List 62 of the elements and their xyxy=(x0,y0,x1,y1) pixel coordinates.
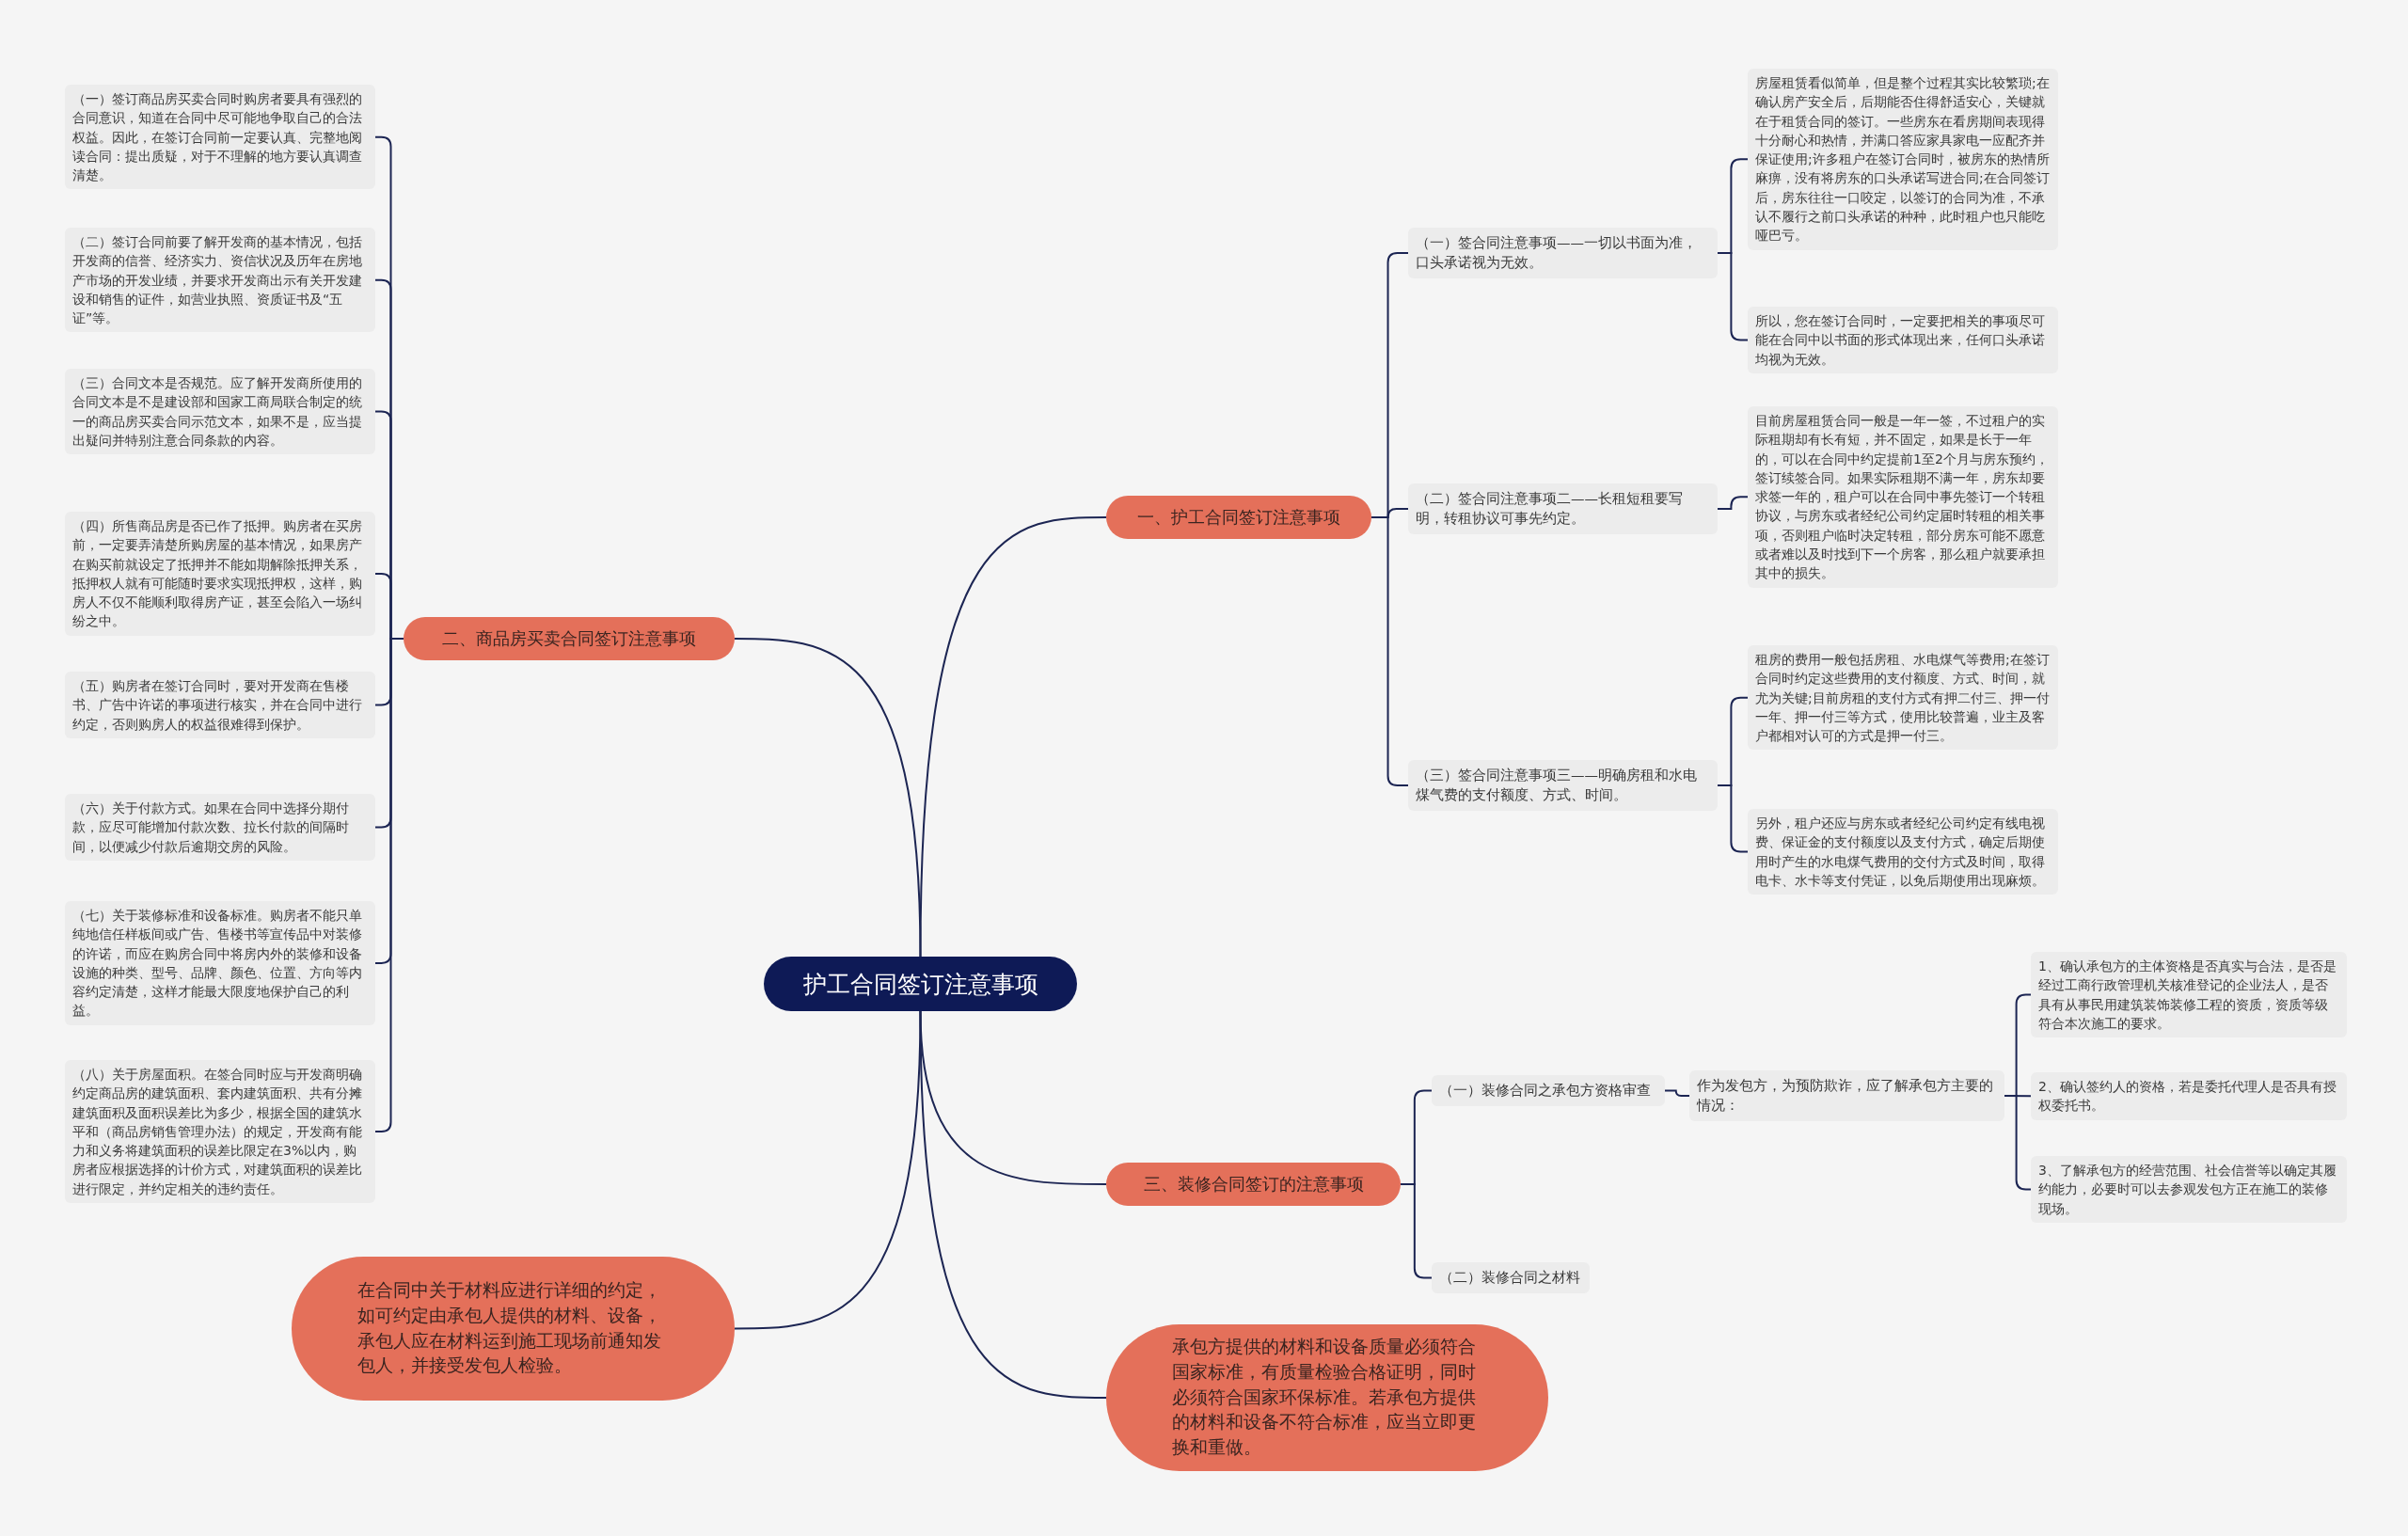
note-card xyxy=(1748,645,2058,751)
subtopic-card xyxy=(1689,1070,2004,1122)
note-text: 1、确认承包方的主体资格是否真实与合法，是否是经过工商行政管理机关核准登记的企业法人，是否具有从事民用建筑装饰装修工程的资质，资质等级符合本次施工的要求。 xyxy=(2038,958,2337,1031)
note-card xyxy=(65,672,375,738)
note-text: （三）合同文本是否规范。应了解开发商所使用的合同文本是不是建设部和国家工商局联合制定的统一的商品房买卖合同示范文本，如果不是，应当提出疑问并特别注意合同条款的内容。 xyxy=(72,375,362,448)
note-text: （八）关于房屋面积。在签合同时应与开发商明确约定商品房的建筑面积、套内建筑面积、共有分摊建筑面积及面积误差比为多少，根据全国的建筑水平和（商品房销售管理办法）的规定，开发商有能力和义务将建筑面积的误差比限定在3%以内，购房者应根据选择的计价方式，对建筑面积的误差比进行限定，并约定相关的违约责任。 xyxy=(72,1067,362,1196)
branch-label: 三、装修合同签订的注意事项 xyxy=(1143,1173,1364,1196)
branch-topic xyxy=(404,617,735,660)
subtopic-card xyxy=(1432,1075,1665,1106)
note-card xyxy=(65,369,375,455)
note-text: （一）签订商品房买卖合同时购房者要具有强烈的合同意识，知道在合同中尽可能地争取自己的合法权益。因此，在签订合同前一定要认真、完整地阅读合同：提出质疑，对于不理解的地方要认真调查清楚。 xyxy=(72,91,362,183)
note-text: （四）所售商品房是否已作了抵押。购房者在买房前，一定要弄清楚所购房屋的基本情况，如果房产在购买前就设定了抵押并不能如期解除抵押关系，抵押权人就有可能随时要求实现抵押权，这样，购房人不仅不能顺利取得房产证，甚至会陷入一场纠纷之中。 xyxy=(72,518,362,629)
note-card xyxy=(1748,809,2058,895)
subtopic-card xyxy=(1408,483,1718,535)
topic-title: 护工合同签订注意事项 xyxy=(802,969,1038,1000)
note-text: （七）关于装修标准和设备标准。购房者不能只单纯地信任样板间或广告、售楼书等宣传品中对装修的许诺，而应在购房合同中将房内外的装修和设备设施的种类、型号、品牌、颜色、位置、方向等内容约定清楚，这样才能最大限度地保护自己的利益。 xyxy=(72,908,362,1019)
connector-line xyxy=(1400,1183,1433,1279)
note-text: 所以，您在签订合同时，一定要把相关的事项尽可能在合同中以书面的形式体现出来，任何口头承诺均视为无效。 xyxy=(1755,313,2045,367)
note-card xyxy=(2031,952,2347,1038)
note-text: 2、确认签约人的资格，若是委托代理人是否具有授权委托书。 xyxy=(2038,1079,2337,1114)
connector-line xyxy=(1370,516,1409,786)
connector-line xyxy=(734,1010,922,1330)
connector-line xyxy=(1717,784,1749,853)
subtopic-card xyxy=(1408,760,1718,812)
connector-line xyxy=(1717,496,1749,510)
note-text: 目前房屋租赁合同一般是一年一签，不过租户的实际租期却有长有短，并不固定，如果是长于一年的，可以在合同中约定提前1至2个月与房东预约，签订续签合同。如果实际租期不满一年，房东却要求签一年的，租户可以在合同中事先签订一个转租协议，与房东或者经纪公司约定届时转租的相关事项，否则租户临时决定转租，部分房东可能不愿意或者难以及时找到下一个房客，那么租户就要承担其中的损失。 xyxy=(1755,413,2049,581)
note-card xyxy=(65,512,375,636)
note-card xyxy=(65,901,375,1025)
note-card xyxy=(65,794,375,861)
note-text: 3、了解承包方的经营范围、社会信誉等以确定其履约能力，必要时可以去参观发包方正在施工的装修现场。 xyxy=(2038,1163,2337,1216)
subtopic-text: （二）签合同注意事项二——长租短租要写明，转租协议可事先约定。 xyxy=(1416,491,1683,526)
subtopic-text: （一）签合同注意事项——一切以书面为准，口头承诺视为无效。 xyxy=(1416,235,1697,270)
subtopic-card xyxy=(1408,228,1718,279)
note-card xyxy=(2031,1072,2347,1120)
note-text: （五）购房者在签订合同时，要对开发商在售楼书、广告中许诺的事项进行核实，并在合同中进行约定，否则购房人的权益很难得到保护。 xyxy=(72,678,362,732)
note-card xyxy=(65,1060,375,1204)
subtopic-text: （一）装修合同之承包方资格审查 xyxy=(1439,1083,1651,1098)
connector-line xyxy=(919,1010,1107,1399)
note-card xyxy=(1748,307,2058,373)
note-card xyxy=(65,85,375,190)
connector-line xyxy=(1664,1089,1690,1097)
central-topic xyxy=(764,957,1077,1011)
note-text: 租房的费用一般包括房租、水电煤气等费用;在签订合同时约定这些费用的支付额度、方式、时间，就尤为关键;目前房租的支付方式有押二付三、押一付一年、押一付三等方式，使用比较普遍，业主及客户都相对认可的方式是押一付三。 xyxy=(1755,652,2050,744)
topic-text: 在合同中关于材料应进行详细的约定，如可约定由承包人提供的材料、设备，承包人应在材料运到施工现场前通知发包人，并接受发包人检验。 xyxy=(357,1278,662,1378)
subtopic-text: （三）签合同注意事项三——明确房租和水电煤气费的支付额度、方式、时间。 xyxy=(1416,768,1697,802)
note-card xyxy=(2031,1156,2347,1223)
note-text: 另外，租户还应与房东或者经纪公司约定有线电视费、保证金的支付额度以及支付方式，确定后期使用时产生的水电煤气费用的交付方式及时间，取得电卡、水卡等支付凭证，以免后期使用出现麻烦。 xyxy=(1755,816,2045,888)
topic-text: 承包方提供的材料和设备质量必须符合国家标准，有质量检验合格证明，同时必须符合国家环保标准。若承包方提供的材料和设备不符合标准，应当立即更换和重做。 xyxy=(1172,1335,1477,1460)
note-text: （二）签订合同前要了解开发商的基本情况，包括开发商的信誉、经济实力、资信状况及历年在房地产市场的开发业绩，并要求开发商出示有关开发建设和销售的证件，如营业执照、资质证书及“五证”等。 xyxy=(72,234,362,326)
subtopic-card xyxy=(1432,1262,1590,1293)
connector-line xyxy=(919,516,1107,958)
note-card xyxy=(65,228,375,333)
connector-line xyxy=(734,638,922,958)
connector-line xyxy=(1717,252,1749,341)
subtopic-text: （二）装修合同之材料 xyxy=(1439,1270,1580,1285)
subtopic-text: 作为发包方，为预防欺诈，应了解承包方主要的情况： xyxy=(1697,1078,1993,1113)
branch-topic xyxy=(1106,1163,1401,1206)
note-text: 房屋租赁看似简单，但是整个过程其实比较繁琐;在确认房产安全后，后期能否住得舒适安心，关键就在于租赁合同的签订。一些房东在看房期间表现得十分耐心和热情，并满口答应家具家电一应配齐并保证使用;许多租户在签订合同时，被房东的热情所麻痹，没有将房东的口头承诺写进合同;在合同签订后，房东往往一口咬定，以签订的合同为准，不承认不履行之前口头承诺的种种，此时租户也只能吃哑巴亏。 xyxy=(1755,75,2050,244)
note-text: （六）关于付款方式。如果在合同中选择分期付款，应尽可能增加付款次数、拉长付款的间隔时间，以便减少付款后逾期交房的风险。 xyxy=(72,800,349,854)
branch-topic xyxy=(1106,496,1371,539)
branch-label: 二、商品房买卖合同签订注意事项 xyxy=(442,627,696,650)
branch-label: 一、护工合同签订注意事项 xyxy=(1137,506,1340,529)
